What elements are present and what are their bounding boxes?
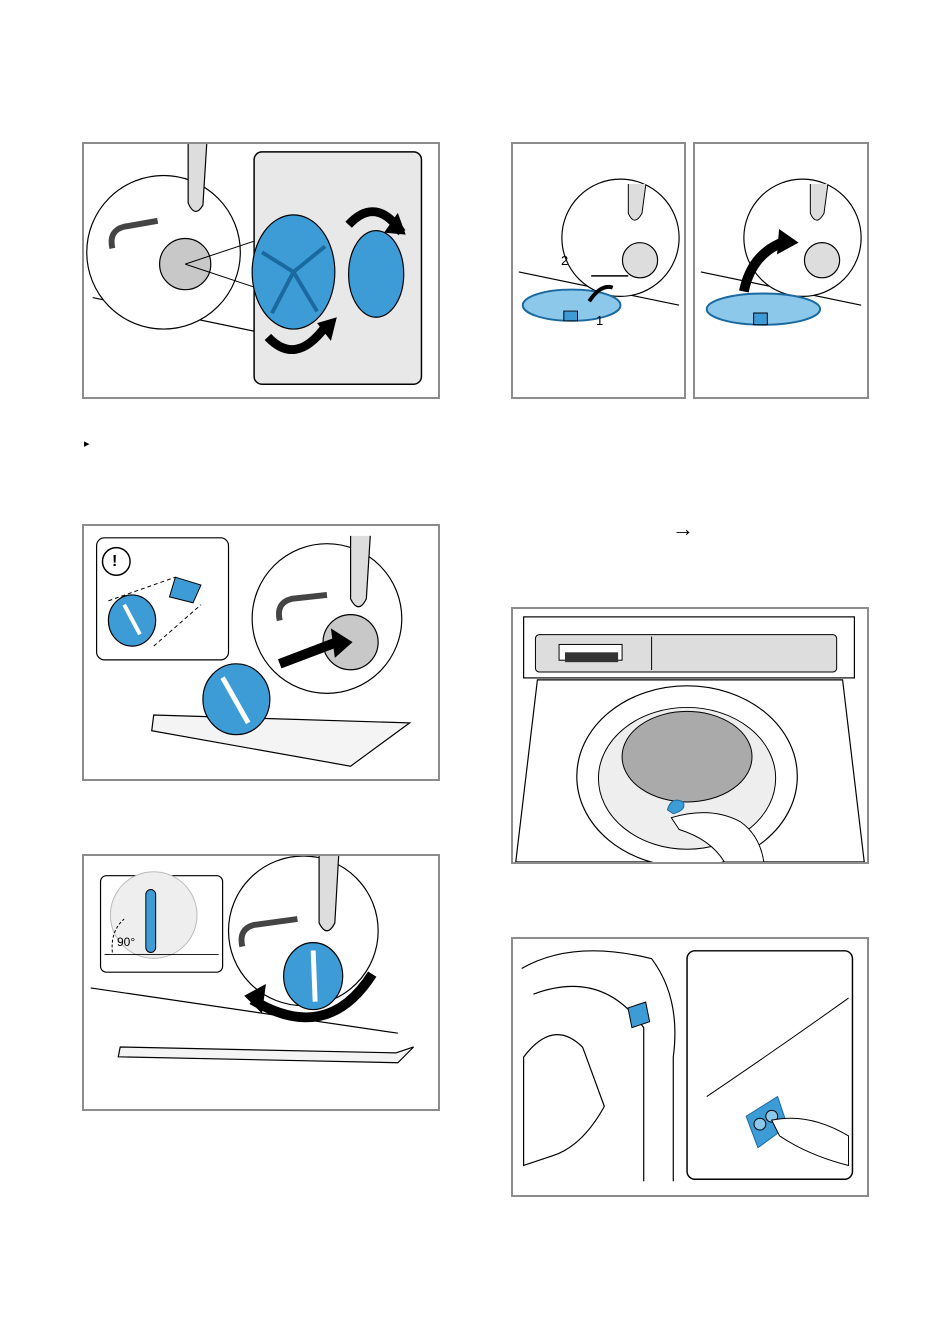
step-number-1: 1: [596, 314, 603, 327]
illustration-pump-housing-rotation: [82, 142, 440, 399]
insert-pump-filter-drawing: [84, 526, 438, 779]
illustration-remove-lid-step: [693, 142, 869, 399]
illustration-open-lid-step: 2 1: [511, 142, 686, 399]
lock-pump-filter-drawing: [84, 856, 438, 1109]
open-lid-step-drawing: [513, 144, 684, 397]
illustration-machine-front: [511, 607, 869, 864]
illustration-lock-pump-filter: 90°: [82, 854, 440, 1111]
bullet-marker: ▸: [84, 438, 90, 451]
warning-symbol: !: [112, 555, 117, 568]
pump-housing-rotation-drawing: [84, 144, 438, 397]
remove-lid-step-drawing: [695, 144, 867, 397]
step-number-2: 2: [561, 254, 568, 267]
door-seal-cleaning-drawing: [513, 939, 867, 1195]
arrow-marker: →: [672, 518, 694, 540]
illustration-door-seal-cleaning: [511, 937, 869, 1197]
machine-front-drawing: [513, 609, 867, 862]
pump-impeller-right: [349, 231, 404, 318]
illustration-insert-pump-filter: !: [82, 524, 440, 781]
angle-label: 90°: [117, 936, 135, 949]
